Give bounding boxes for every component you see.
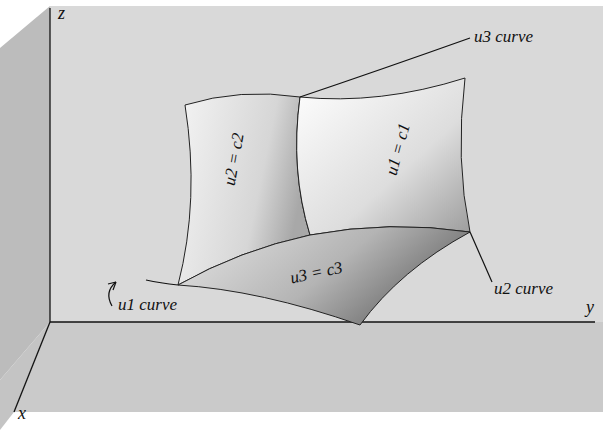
curve-label: u1 curve [118,296,177,315]
curve-label: u3 curve [474,28,533,47]
axis-label: z [58,4,65,24]
curve-label: u2 curve [494,280,553,299]
axis-label: x [18,404,26,424]
axis-label: y [586,298,594,318]
